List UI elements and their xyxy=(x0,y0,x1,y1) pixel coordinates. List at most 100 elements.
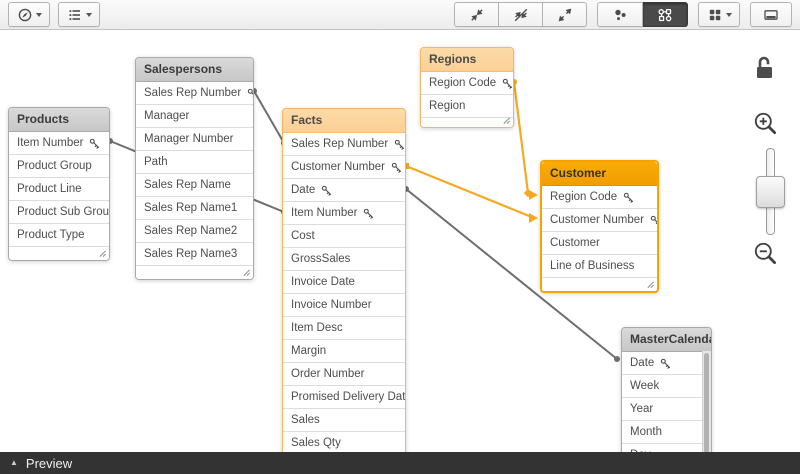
unlock-icon[interactable] xyxy=(753,55,777,82)
field-row[interactable]: Region Code xyxy=(542,186,657,209)
key-icon xyxy=(660,358,671,369)
resize-icon xyxy=(98,249,107,258)
expand-arrows-icon xyxy=(558,8,571,21)
field-name: Item Number xyxy=(17,137,84,149)
field-name: Promised Delivery Date xyxy=(291,391,405,403)
field-row[interactable]: Path xyxy=(136,151,253,174)
panel-icon xyxy=(764,9,778,20)
field-name: Sales xyxy=(291,414,320,426)
field-row[interactable]: Promised Delivery Date xyxy=(283,386,405,409)
collapse-all-button[interactable] xyxy=(454,2,499,27)
toggle-preview-button[interactable] xyxy=(750,2,792,27)
field-row[interactable]: Invoice Date xyxy=(283,271,405,294)
field-row[interactable]: Manager xyxy=(136,105,253,128)
table-customer[interactable]: Customer Region Code Customer Number Cus… xyxy=(540,160,659,293)
field-name: Line of Business xyxy=(550,260,635,272)
bubbles-view-button[interactable] xyxy=(597,2,643,27)
field-row[interactable]: Margin xyxy=(283,340,405,363)
table-resize-handle[interactable] xyxy=(136,266,253,279)
field-row[interactable]: Order Number xyxy=(283,363,405,386)
preview-bar[interactable]: ▲ Preview xyxy=(0,452,800,474)
field-name: Region Code xyxy=(429,77,497,89)
field-row[interactable]: Date xyxy=(622,352,711,375)
bubbles-icon xyxy=(615,9,626,20)
model-graph-icon xyxy=(658,8,672,21)
field-name: GrossSales xyxy=(291,253,351,265)
field-row[interactable]: Sales Rep Name3 xyxy=(136,243,253,266)
connection-regions-customer xyxy=(511,79,538,200)
field-row[interactable]: Line of Business xyxy=(542,255,657,278)
key-icon xyxy=(391,162,402,173)
field-row[interactable]: Sales Rep Name xyxy=(136,174,253,197)
key-icon xyxy=(394,139,405,150)
field-row[interactable]: Product Sub Group xyxy=(9,201,109,224)
model-view-button[interactable] xyxy=(643,2,688,27)
zoom-in-icon[interactable] xyxy=(752,110,780,138)
field-row[interactable]: Product Type xyxy=(9,224,109,247)
field-row[interactable]: Sales xyxy=(283,409,405,432)
field-row[interactable]: GrossSales xyxy=(283,248,405,271)
field-row[interactable]: Sales Rep Name2 xyxy=(136,220,253,243)
chevron-down-icon xyxy=(85,12,92,17)
field-name: Year xyxy=(630,403,654,415)
collapse-linked-icon xyxy=(514,8,527,21)
field-row[interactable]: Item Number xyxy=(9,132,109,155)
list-menu-button[interactable] xyxy=(58,2,100,27)
field-name: Item Desc xyxy=(291,322,343,334)
field-row[interactable]: Item Number xyxy=(283,202,405,225)
table-products[interactable]: Products Item Number Product Group Produ… xyxy=(8,107,110,261)
table-resize-handle[interactable] xyxy=(542,278,657,291)
expand-all-button[interactable] xyxy=(543,2,587,27)
field-row[interactable]: Customer Number xyxy=(283,156,405,179)
field-row[interactable]: Cost xyxy=(283,225,405,248)
table-mastercalendar[interactable]: MasterCalendar Date Week Year Month Day xyxy=(621,327,712,468)
scrollbar-thumb[interactable] xyxy=(704,353,709,453)
grid-layout-menu-button[interactable] xyxy=(698,2,740,27)
field-row[interactable]: Region xyxy=(421,95,513,118)
table-salespersons[interactable]: Salespersons Sales Rep Number Manager Ma… xyxy=(135,57,254,280)
table-resize-handle[interactable] xyxy=(421,118,513,127)
field-row[interactable]: Date xyxy=(283,179,405,202)
table-header[interactable]: Products xyxy=(9,108,109,132)
table-header[interactable]: Salespersons xyxy=(136,58,253,82)
table-header[interactable]: Regions xyxy=(421,48,513,72)
field-name: Sales Rep Name1 xyxy=(144,202,238,214)
table-resize-handle[interactable] xyxy=(9,247,109,260)
field-row[interactable]: Invoice Number xyxy=(283,294,405,317)
field-row[interactable]: Manager Number xyxy=(136,128,253,151)
field-row[interactable]: Sales Rep Number xyxy=(283,133,405,156)
table-header[interactable]: Facts xyxy=(283,109,405,133)
field-name: Sales Rep Name xyxy=(144,179,231,191)
field-row[interactable]: Week xyxy=(622,375,711,398)
table-header[interactable]: MasterCalendar xyxy=(622,328,711,352)
table-scrollbar[interactable] xyxy=(702,351,711,467)
field-row[interactable]: Sales Rep Name1 xyxy=(136,197,253,220)
field-name: Path xyxy=(144,156,168,168)
field-name: Product Line xyxy=(17,183,82,195)
field-row[interactable]: Month xyxy=(622,421,711,444)
field-name: Region Code xyxy=(550,191,618,203)
field-row[interactable]: Sales Rep Number xyxy=(136,82,253,105)
table-regions[interactable]: Regions Region Code Region xyxy=(420,47,514,128)
field-name: Product Group xyxy=(17,160,92,172)
chevron-down-icon xyxy=(35,12,42,17)
table-header[interactable]: Customer xyxy=(542,162,657,186)
compass-icon xyxy=(18,8,31,21)
field-name: Date xyxy=(291,184,316,196)
grid-icon xyxy=(709,9,720,20)
field-row[interactable]: Product Line xyxy=(9,178,109,201)
field-row[interactable]: Product Group xyxy=(9,155,109,178)
field-name: Product Type xyxy=(17,229,85,241)
zoom-slider-thumb[interactable] xyxy=(756,176,785,208)
zoom-out-icon[interactable] xyxy=(752,240,780,268)
field-row[interactable]: Customer Number xyxy=(542,209,657,232)
field-row[interactable]: Year xyxy=(622,398,711,421)
field-row[interactable]: Customer xyxy=(542,232,657,255)
table-facts[interactable]: Facts Sales Rep Number Customer Number D… xyxy=(282,108,406,456)
field-name: Cost xyxy=(291,230,315,242)
show-linked-fields-button[interactable] xyxy=(499,2,543,27)
layout-menu-button[interactable] xyxy=(8,2,50,27)
field-name: Sales Rep Name3 xyxy=(144,248,238,260)
field-row[interactable]: Item Desc xyxy=(283,317,405,340)
field-row[interactable]: Region Code xyxy=(421,72,513,95)
